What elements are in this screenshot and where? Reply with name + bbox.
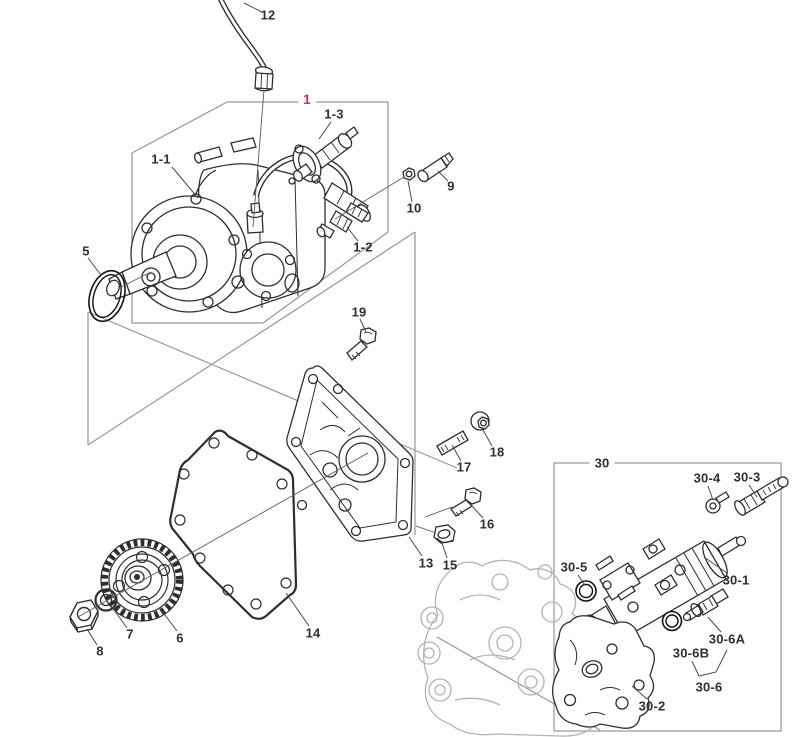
part-15-plug (433, 524, 456, 544)
group-box-2-upper-diagonal (87, 231, 416, 446)
callout-1-2: 1-2 (353, 239, 373, 255)
callout-6: 6 (176, 630, 184, 646)
part-14-gasket (169, 429, 298, 620)
part-10-nut (402, 167, 416, 181)
leader-line-10 (407, 180, 413, 203)
leader-line-17 (451, 444, 462, 462)
leader-line-6 (161, 610, 178, 632)
callout-1: 1 (298, 92, 316, 106)
part-19-bolt (346, 327, 377, 361)
leader-line-1-3 (318, 121, 332, 140)
leader-line-30-2 (631, 685, 648, 700)
callout-7: 7 (126, 626, 134, 642)
part-30-6A-sensor (682, 588, 729, 622)
callout-10: 10 (406, 200, 422, 216)
leader-line-14 (285, 592, 310, 627)
callout-30-6B: 30-6B (672, 645, 710, 661)
part-9-fitting (417, 152, 454, 183)
callout-30-6: 30-6 (695, 679, 723, 695)
leader-line-30-3 (748, 484, 758, 498)
gear-axis (77, 452, 369, 618)
callout-30-1: 30-1 (722, 572, 750, 588)
callout-1-1: 1-1 (151, 151, 171, 167)
leader-line-30-4 (707, 485, 714, 501)
callout-9: 9 (447, 178, 455, 194)
callout-16: 16 (479, 516, 495, 532)
engine-silhouette (417, 559, 605, 737)
assembly-box-1 (131, 101, 389, 324)
part-6-gear (100, 538, 184, 622)
leader-line-16 (470, 504, 484, 519)
callout-30-6-bracket-line (691, 649, 728, 677)
leader-line-13 (408, 536, 423, 557)
axis-lines (77, 89, 453, 618)
callout-8: 8 (96, 643, 104, 659)
part-30-2-bracket (552, 615, 655, 729)
part-30-5-o-ring (575, 580, 597, 602)
part-30-4-bolt (705, 491, 730, 514)
callout-30-2: 30-2 (638, 698, 666, 714)
callout-1-3: 1-3 (324, 106, 344, 122)
callout-17: 17 (456, 459, 472, 475)
detail-box-30 (553, 462, 782, 732)
leader-line-30-1 (703, 556, 728, 574)
leader-line-9 (437, 170, 449, 182)
part-18-nut (470, 411, 490, 431)
part-30-3-fitting (734, 476, 789, 516)
callout-30-6A: 30-6A (708, 631, 746, 647)
callout-19: 19 (351, 304, 367, 320)
leader-line-15 (441, 542, 448, 559)
leader-line-1-1 (171, 166, 199, 199)
pipe-drop (252, 89, 265, 228)
callout-30-4: 30-4 (693, 470, 721, 486)
leader-line-30-6A (707, 616, 722, 633)
callout-5: 5 (82, 243, 90, 259)
part-7-washer (94, 588, 118, 612)
leader-line-30-5 (577, 574, 586, 586)
leader-line-19 (359, 318, 367, 333)
callout-12: 12 (260, 7, 276, 23)
callout-30: 30 (589, 456, 615, 470)
oring-axis (120, 271, 152, 288)
leader-lines (86, 2, 758, 700)
part-16-bolt (450, 487, 482, 517)
bolt16-axis (424, 506, 453, 518)
leader-line-8 (86, 628, 98, 646)
callout-30-5: 30-5 (560, 559, 588, 575)
part-1-3-suction-control-valve (288, 126, 359, 185)
leader-line-1-2 (346, 226, 359, 242)
fitting-axis (334, 176, 405, 220)
group-box-2-lower-diagonal (87, 311, 458, 469)
leader-line-12 (243, 2, 263, 13)
part-1-2-sensor (316, 202, 369, 239)
plug15-axis (415, 525, 437, 534)
grouping-boxes (87, 101, 782, 732)
callout-15: 15 (442, 557, 458, 573)
part-17-stud (436, 430, 469, 456)
part-30-6B-o-ring (661, 610, 683, 632)
callout-14: 14 (305, 625, 321, 641)
part-5-o-ring (88, 269, 126, 323)
callout-30-3: 30-3 (733, 469, 761, 485)
callout-13: 13 (418, 555, 434, 571)
leader-line-7 (111, 606, 128, 629)
leader-line-18 (482, 429, 493, 447)
leader-line-5 (87, 257, 102, 276)
callout-18: 18 (489, 444, 505, 460)
part-13-cover-plate (286, 365, 414, 542)
part-8-nut (69, 599, 99, 633)
